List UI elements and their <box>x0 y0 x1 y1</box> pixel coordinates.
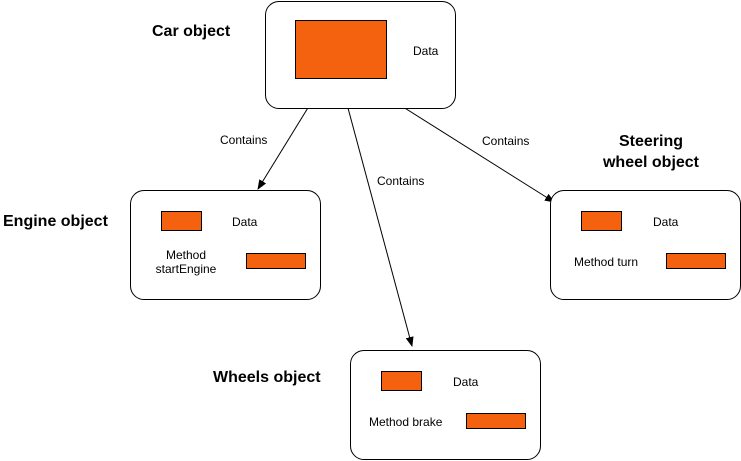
car-object-title: Car object <box>152 23 231 40</box>
engine-method-label: Method startEngine <box>155 248 217 276</box>
engine-data-label: Data <box>232 215 258 229</box>
engine-object-title: Engine object <box>3 213 108 230</box>
engine-object-box: Data Method startEngine <box>130 190 321 300</box>
edge-car-wheels-arrow <box>340 81 414 347</box>
engine-data-swatch <box>161 211 202 231</box>
steering-object-box: Data Method turn <box>550 190 741 300</box>
wheels-object-title: Wheels object <box>213 369 321 386</box>
wheels-object-box: Data Method brake <box>350 350 541 460</box>
steering-object-title: Steering wheel object <box>602 133 700 171</box>
edge-label-car-engine: Contains <box>220 133 268 147</box>
wheels-method-label: Method brake <box>369 415 443 429</box>
edge-label-car-steering: Contains <box>482 134 530 148</box>
wheels-data-label: Data <box>453 375 479 389</box>
car-data-label: Data <box>413 44 439 58</box>
wheels-data-swatch <box>381 371 422 391</box>
steering-method-swatch <box>666 253 726 269</box>
wheels-method-swatch <box>466 413 526 429</box>
steering-method-label: Method turn <box>574 255 639 269</box>
car-data-swatch <box>295 20 387 79</box>
steering-data-swatch <box>581 211 622 231</box>
engine-method-swatch <box>246 253 306 269</box>
steering-data-label: Data <box>653 215 679 229</box>
car-object-box: Data <box>265 1 456 109</box>
edge-label-car-wheels: Contains <box>377 174 425 188</box>
